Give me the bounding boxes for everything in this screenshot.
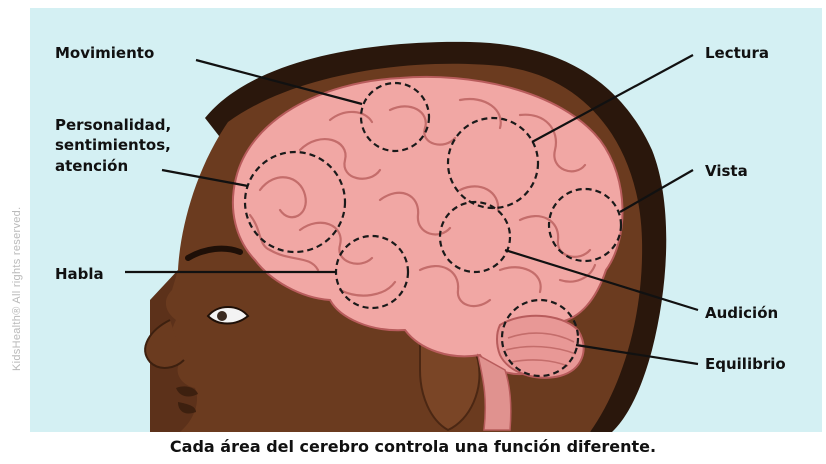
label-vista: Vista	[705, 161, 748, 181]
label-movimiento: Movimiento	[55, 43, 154, 63]
label-equilibrio: Equilibrio	[705, 354, 786, 374]
caption: Cada área del cerebro controla una funci…	[0, 437, 826, 456]
label-audicion: Audición	[705, 303, 778, 323]
label-habla: Habla	[55, 264, 104, 284]
label-lectura: Lectura	[705, 43, 769, 63]
label-personalidad: Personalidad, sentimientos, atención	[55, 115, 171, 176]
copyright-notice: KidsHealth® All rights reserved.	[11, 221, 23, 371]
eye-pupil	[217, 311, 227, 321]
